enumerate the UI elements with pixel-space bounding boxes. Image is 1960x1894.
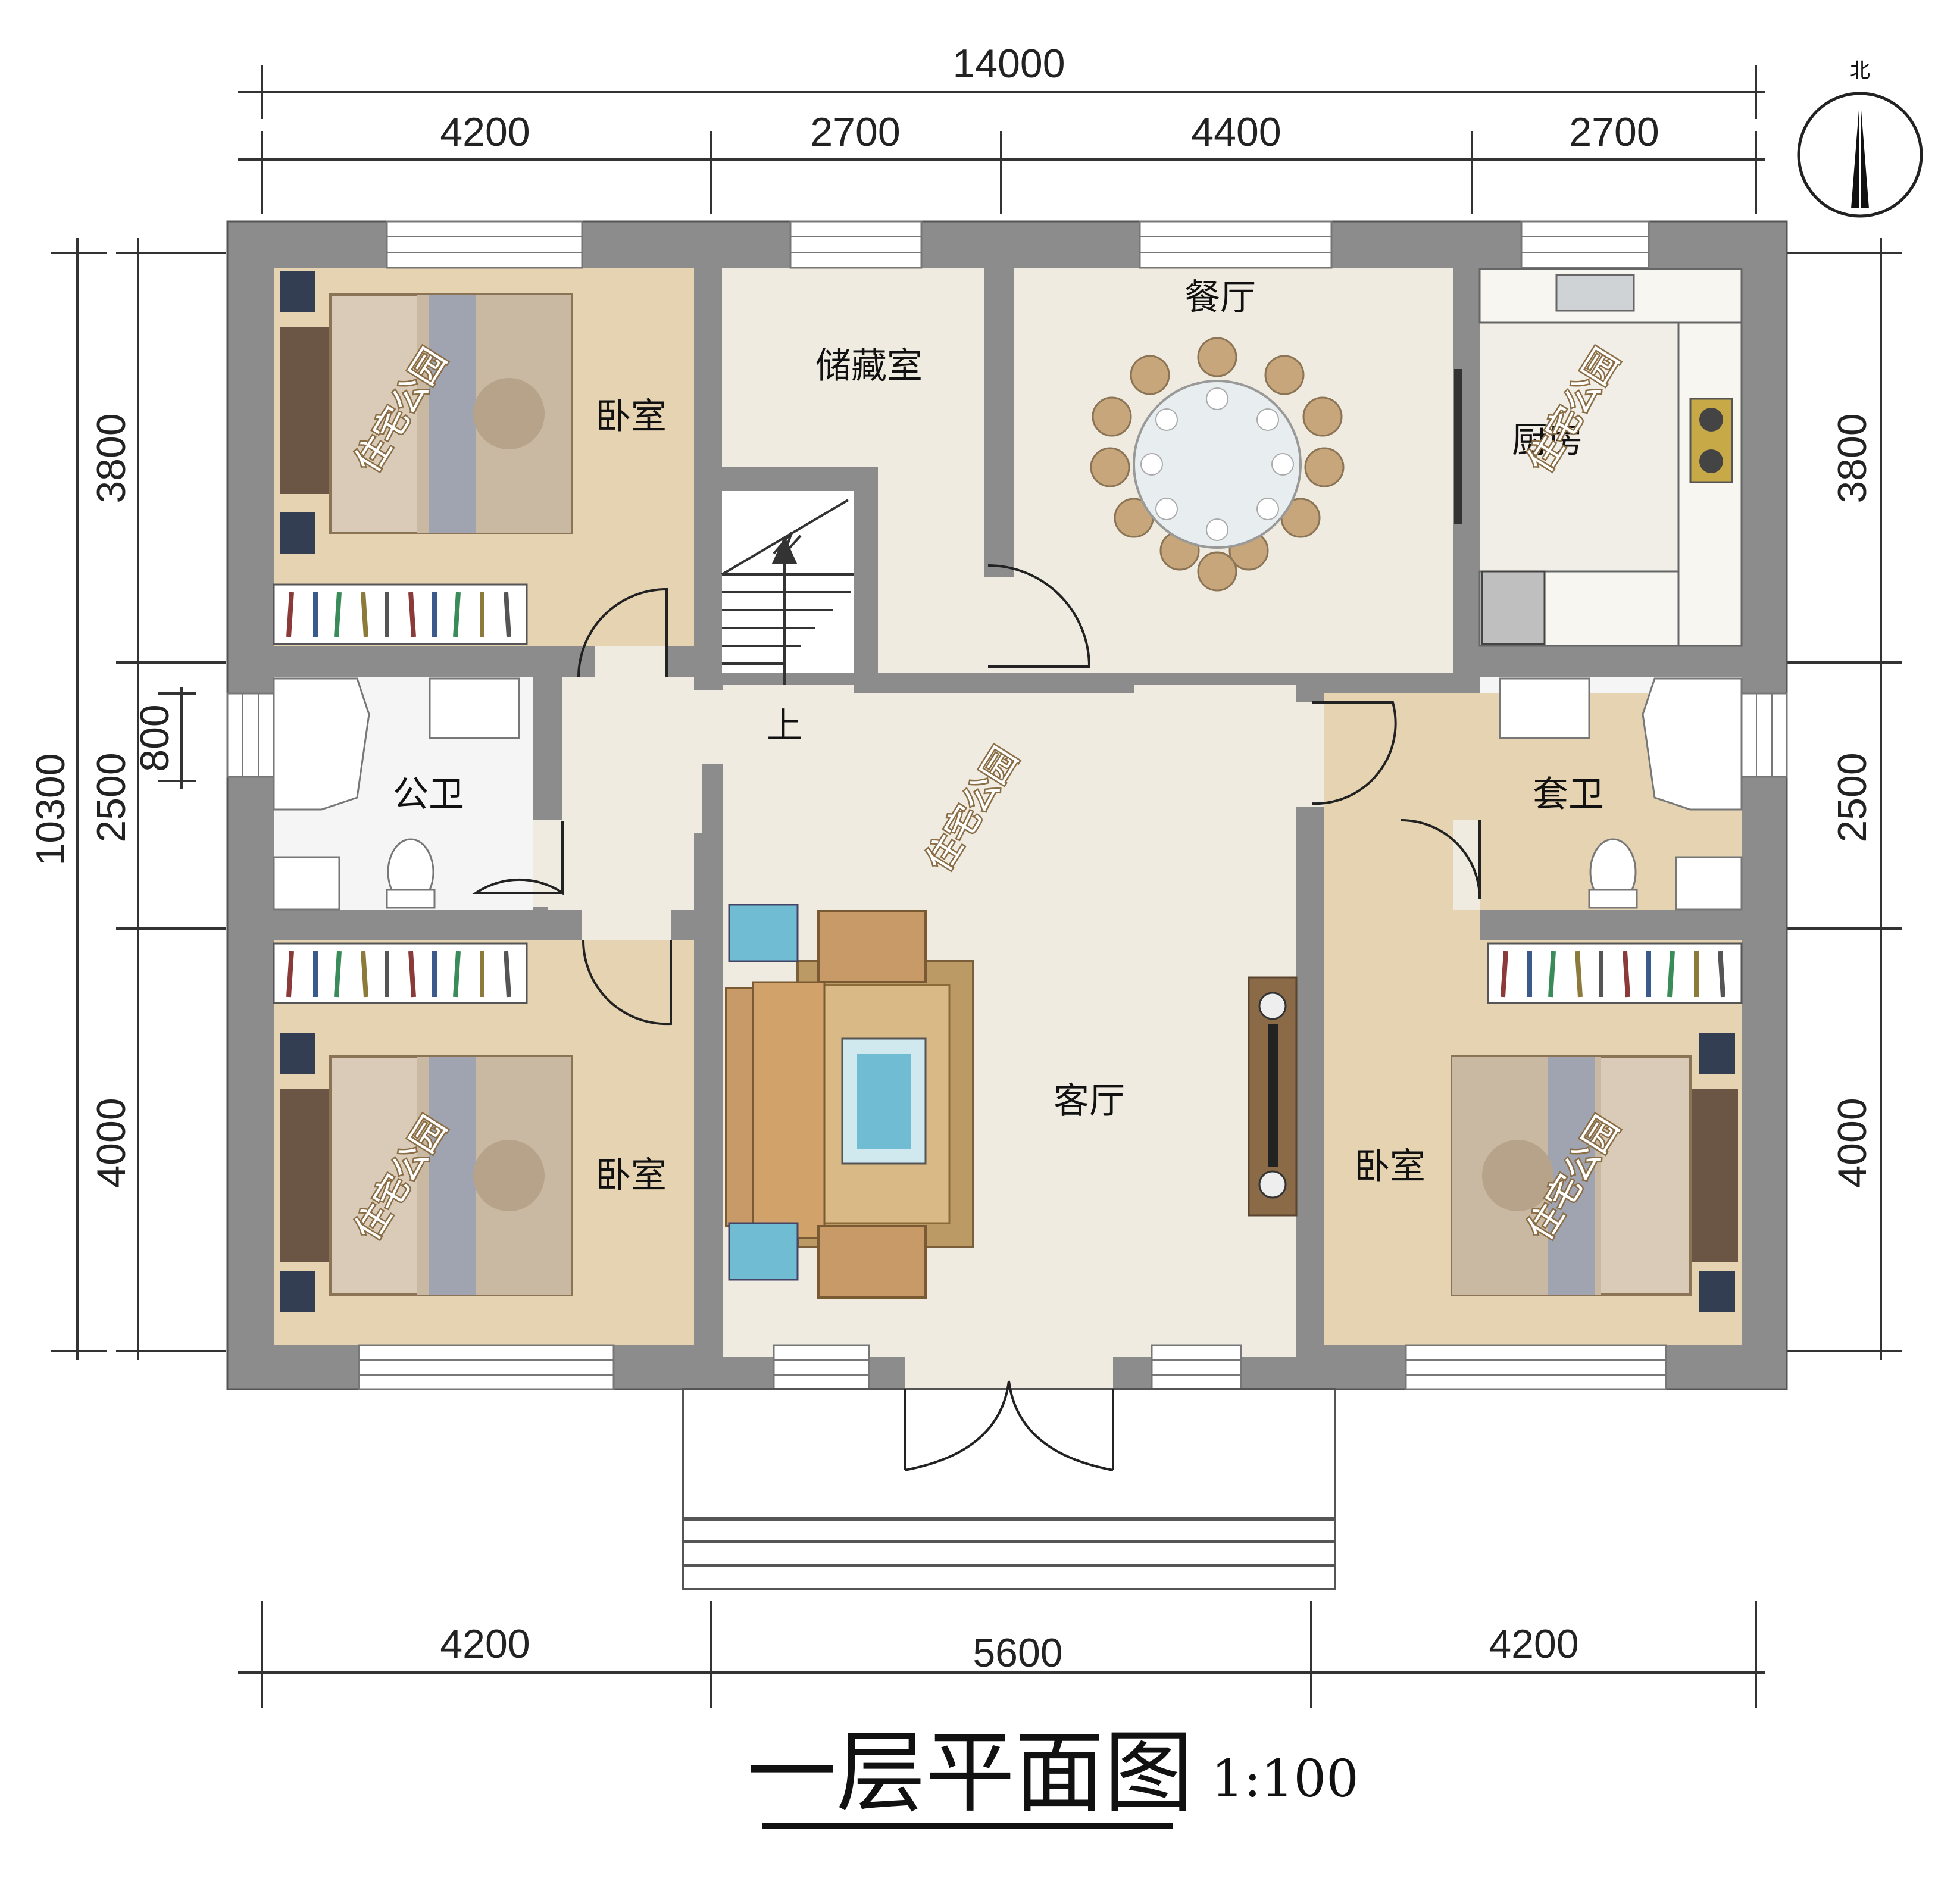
tv-cabinet xyxy=(1248,976,1298,1217)
dim-bottom-seg-2: 5600 xyxy=(973,1630,1062,1676)
dim-top-seg-1: 4200 xyxy=(440,110,530,155)
dim-top-seg-3: 4400 xyxy=(1191,110,1281,155)
kitchen-counter xyxy=(1454,268,1743,647)
room-label-storage: 储藏室 xyxy=(815,345,923,387)
room-label-dining: 餐厅 xyxy=(1184,277,1256,318)
dim-left-seg-3: 4000 xyxy=(89,1098,134,1187)
window-lines xyxy=(242,236,1773,1376)
ensuite-fixtures xyxy=(1499,677,1743,911)
door-swings xyxy=(472,564,1481,1026)
dim-left-seg-2: 2500 xyxy=(89,752,134,842)
plan-scale: 1:100 xyxy=(1211,1749,1359,1809)
dim-left-seg-1: 3800 xyxy=(89,413,134,503)
plan-title: 一层平面图 xyxy=(747,1721,1193,1825)
compass-label: 北 xyxy=(1850,59,1870,83)
dim-top-seg-2: 2700 xyxy=(810,110,900,155)
public-bath-fixtures xyxy=(273,677,520,911)
stair-up-label: 上 xyxy=(767,705,802,747)
room-label-bedroom-se: 卧室 xyxy=(1354,1146,1426,1187)
bed-se xyxy=(1451,1033,1738,1312)
entrance xyxy=(682,1345,1336,1590)
dim-right-seg-3: 4000 xyxy=(1830,1098,1875,1187)
dining-table xyxy=(1090,337,1345,592)
dim-bottom-seg-3: 4200 xyxy=(1489,1621,1578,1667)
dim-left-total: 10300 xyxy=(28,753,73,865)
room-label-bedroom-nw: 卧室 xyxy=(595,396,667,437)
living-furniture xyxy=(725,904,974,1299)
dim-right-seg-1: 3800 xyxy=(1830,413,1875,503)
room-label-bedroom-sw: 卧室 xyxy=(595,1155,667,1196)
dim-left-detail: 800 xyxy=(132,704,177,771)
room-label-public-bath: 公卫 xyxy=(393,774,464,815)
dimension-lines xyxy=(51,65,1902,1708)
room-label-living: 客厅 xyxy=(1054,1080,1125,1122)
bed-sw xyxy=(280,1033,573,1312)
dim-top-total: 14000 xyxy=(952,41,1065,86)
compass: 北 xyxy=(1797,59,1923,218)
bookshelf-se xyxy=(1487,942,1743,1004)
dim-bottom-seg-1: 4200 xyxy=(440,1621,530,1667)
dim-right-seg-2: 2500 xyxy=(1830,752,1875,842)
stair xyxy=(721,499,854,685)
dim-top-seg-4: 2700 xyxy=(1569,110,1659,155)
room-label-kitchen: 厨房 xyxy=(1512,420,1583,461)
bed-nw xyxy=(280,271,573,554)
room-label-ensuite: 套卫 xyxy=(1533,774,1604,815)
bookshelf-sw xyxy=(273,942,528,1004)
bookshelf-nw xyxy=(273,583,528,645)
